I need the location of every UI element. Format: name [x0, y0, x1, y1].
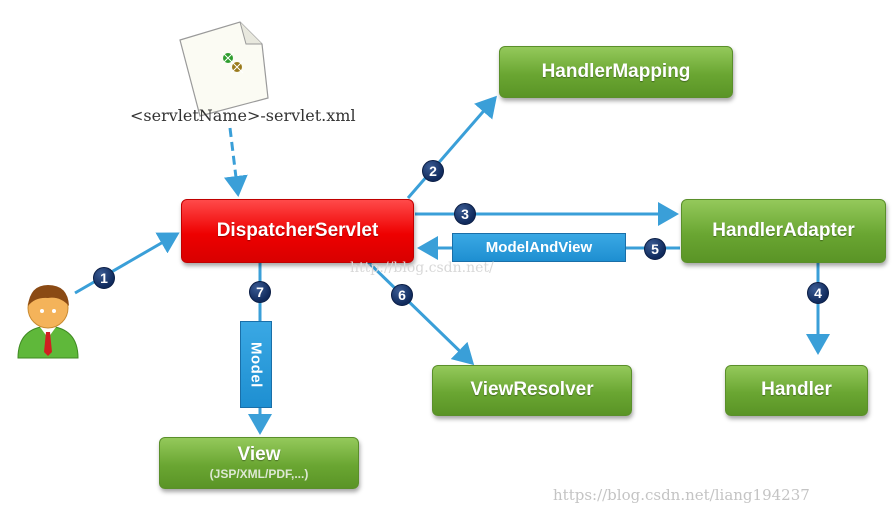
model-label-text: Model	[247, 341, 265, 388]
arrow-user-to-dispatcher	[74, 232, 180, 295]
watermark-center: http://blog.csdn.net/	[350, 260, 494, 276]
config-file-label: <servletName>-servlet.xml	[130, 106, 356, 125]
step-badge-1: 1	[93, 267, 115, 289]
handler-adapter-label: HandlerAdapter	[712, 219, 855, 241]
handler-mapping-node[interactable]: HandlerMapping	[499, 46, 733, 98]
view-sublabel: (JSP/XML/PDF,...)	[209, 467, 309, 482]
view-resolver-label: ViewResolver	[470, 379, 594, 401]
dispatcher-servlet-label: DispatcherServlet	[216, 219, 379, 241]
arrow-dispatcher-to-handler-mapping	[406, 95, 497, 199]
xml-config-file-icon	[179, 21, 269, 117]
arrow-dispatcher-to-view-resolver	[366, 260, 475, 366]
user-avatar-icon	[17, 285, 79, 359]
step-badge-7: 7	[249, 281, 271, 303]
watermark-corner: https://blog.csdn.net/liang194237	[553, 486, 810, 504]
view-resolver-node[interactable]: ViewResolver	[432, 365, 632, 416]
handler-label: Handler	[761, 379, 832, 401]
step-badge-5: 5	[644, 238, 666, 260]
handler-node[interactable]: Handler	[725, 365, 868, 416]
dispatcher-servlet-node[interactable]: DispatcherServlet	[181, 199, 414, 263]
model-and-view-label: ModelAndView	[452, 233, 626, 262]
handler-mapping-label: HandlerMapping	[541, 60, 691, 82]
model-label: Model	[240, 321, 272, 408]
view-node[interactable]: View (JSP/XML/PDF,...)	[159, 437, 359, 489]
handler-adapter-node[interactable]: HandlerAdapter	[681, 199, 886, 263]
arrow-config-to-dispatcher	[223, 127, 248, 197]
view-label: View	[237, 443, 281, 465]
step-badge-6: 6	[391, 284, 413, 306]
step-badge-2: 2	[422, 160, 444, 182]
step-badge-3: 3	[454, 203, 476, 225]
step-badge-4: 4	[807, 282, 829, 304]
